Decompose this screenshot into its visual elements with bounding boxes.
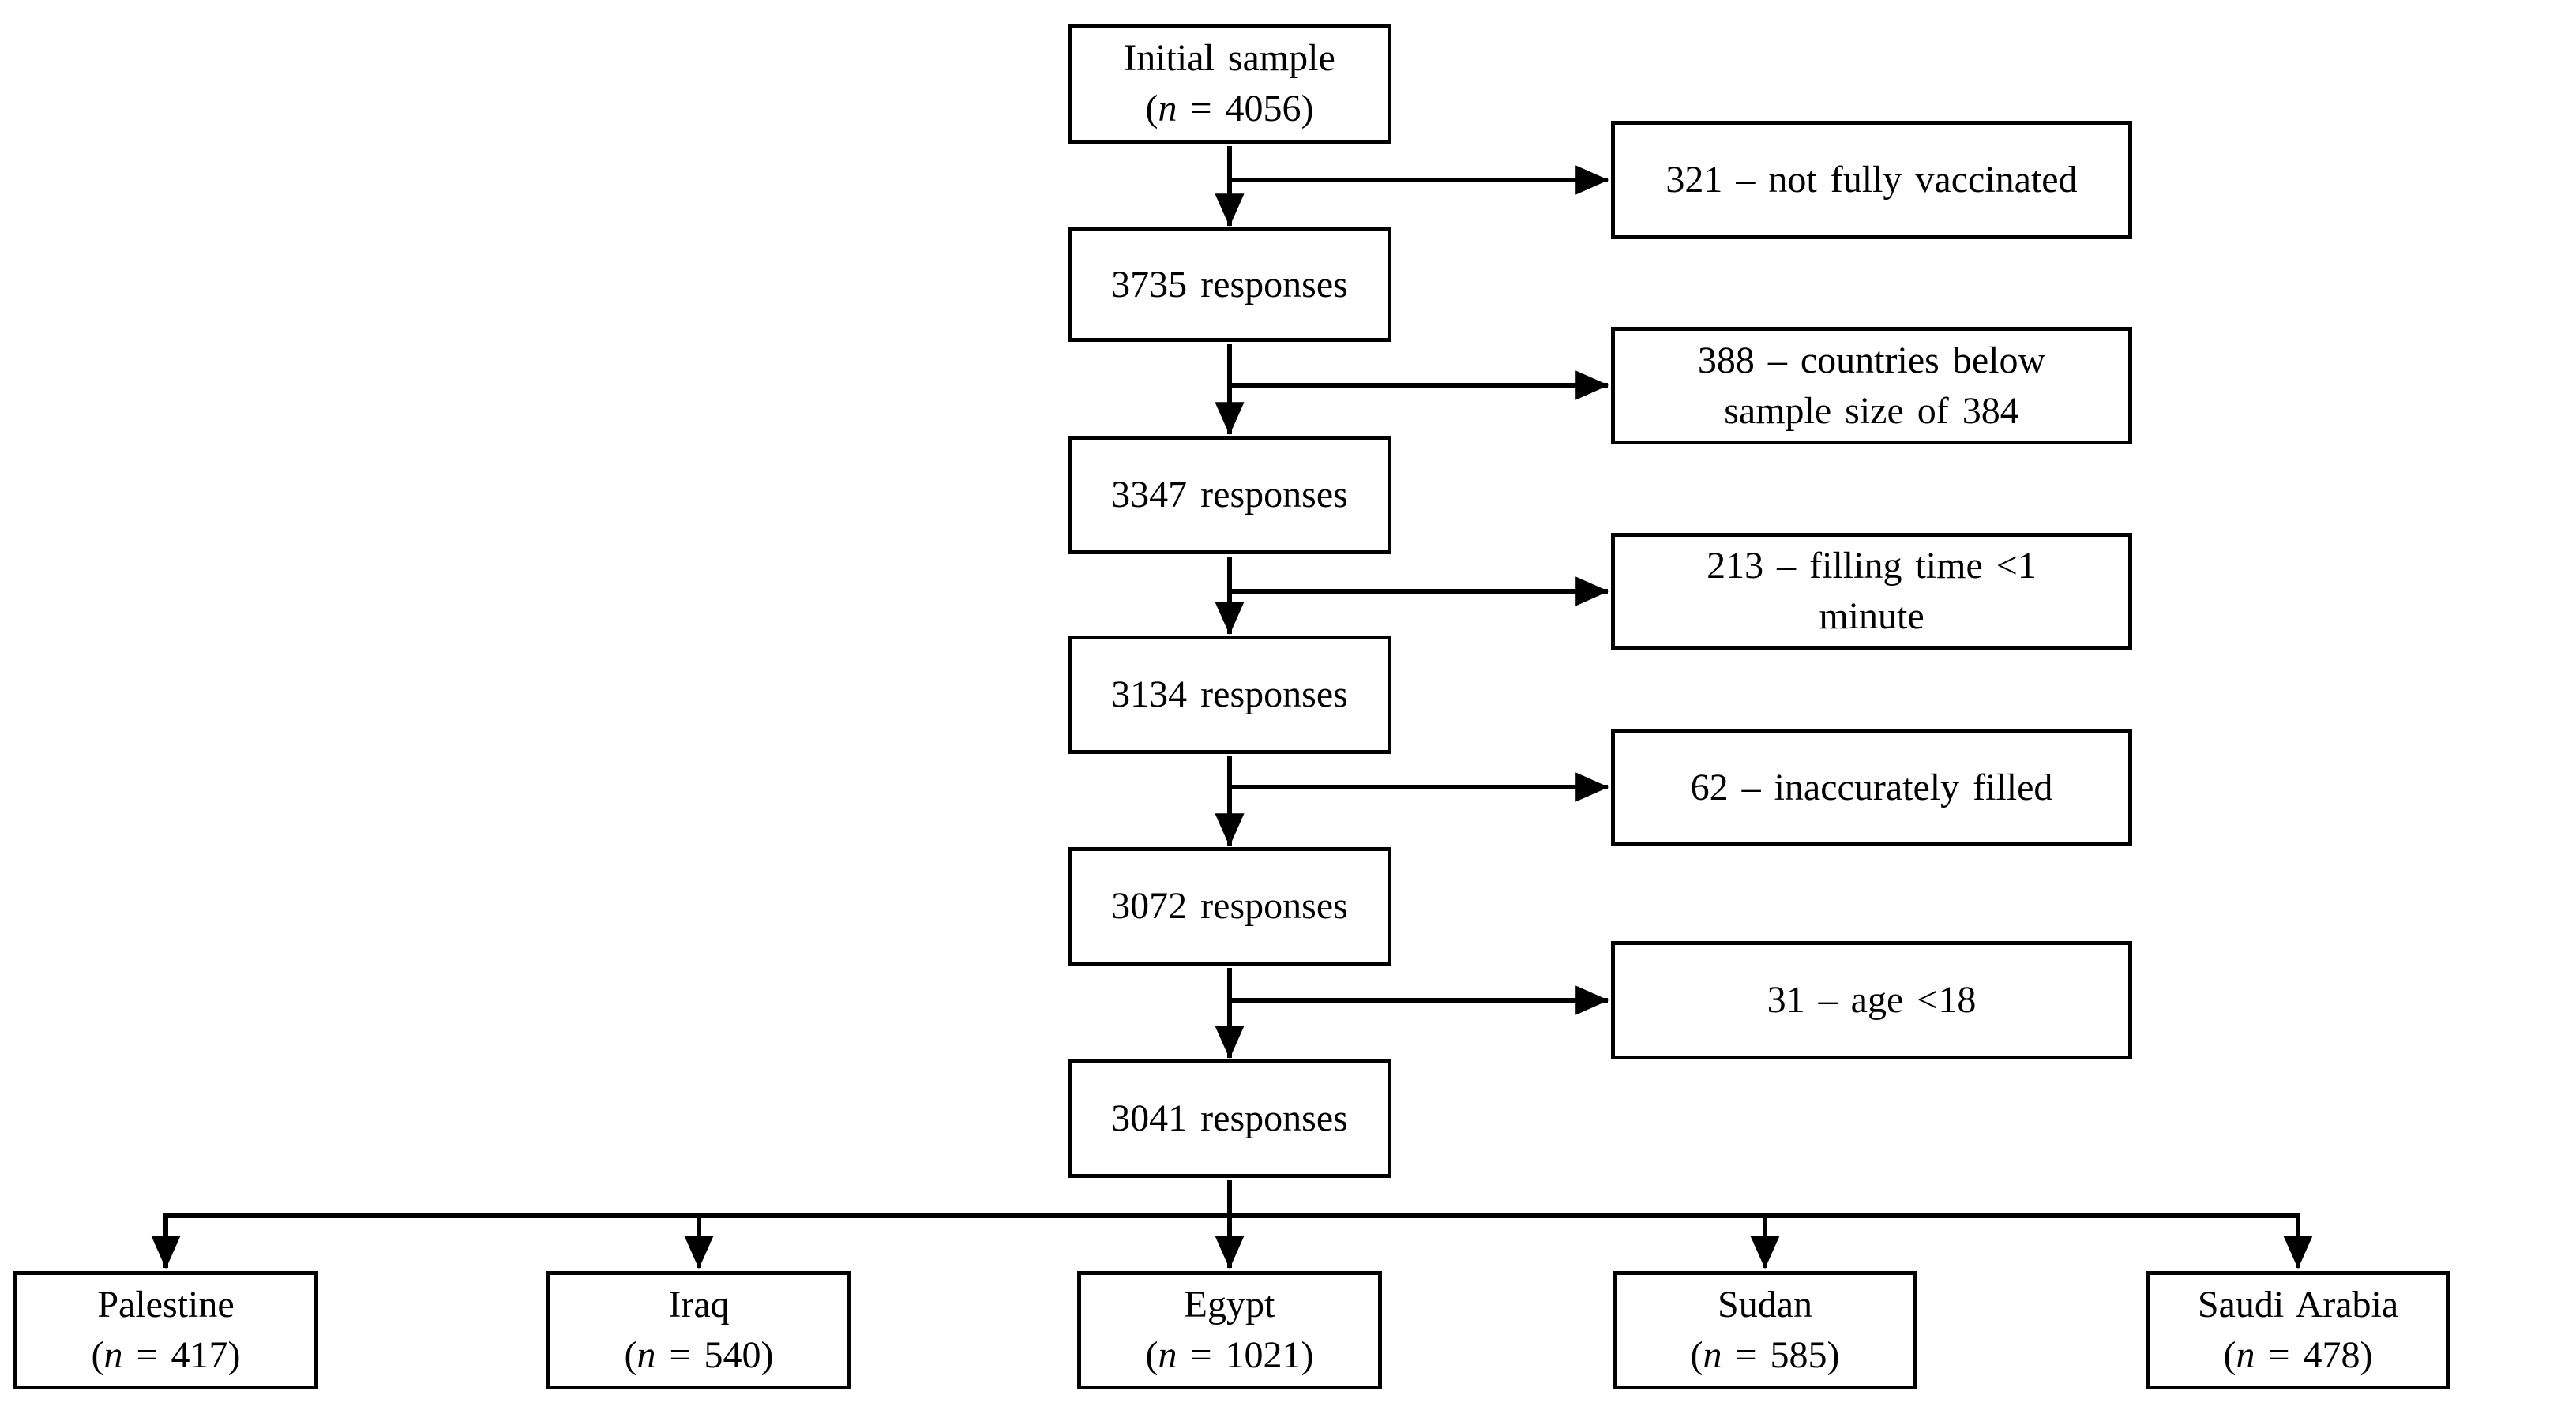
flow-box-label: 3072 responses bbox=[1111, 885, 1348, 927]
country-box-iraq: Iraq (n = 540) bbox=[546, 1271, 851, 1389]
exclusion-box-age-under-18: 31 – age <18 bbox=[1611, 941, 2132, 1059]
flow-box-3347-responses: 3347 responses bbox=[1068, 436, 1391, 554]
flow-box-3735-responses: 3735 responses bbox=[1068, 227, 1391, 342]
exclusion-label: 62 – inaccurately filled bbox=[1690, 766, 2053, 808]
flow-box-n-count: (n = 4056) bbox=[1145, 88, 1314, 129]
country-n-count: (n = 417) bbox=[91, 1334, 241, 1376]
country-n-count: (n = 585) bbox=[1690, 1334, 1840, 1376]
country-name: Egypt bbox=[1184, 1284, 1275, 1326]
country-box-egypt: Egypt (n = 1021) bbox=[1077, 1271, 1382, 1389]
flow-box-label: Initial sample bbox=[1124, 37, 1335, 79]
country-box-sudan: Sudan (n = 585) bbox=[1613, 1271, 1917, 1389]
flow-box-3041-responses: 3041 responses bbox=[1068, 1059, 1391, 1178]
flow-box-label: 3041 responses bbox=[1111, 1097, 1348, 1139]
flow-box-3134-responses: 3134 responses bbox=[1068, 636, 1391, 754]
exclusion-label: 31 – age <18 bbox=[1767, 979, 1977, 1021]
country-name: Sudan bbox=[1718, 1284, 1812, 1326]
country-name: Palestine bbox=[97, 1284, 235, 1326]
country-name: Saudi Arabia bbox=[2197, 1284, 2399, 1326]
exclusion-label-line1: 213 – filling time <1 bbox=[1707, 545, 2037, 587]
flow-box-label: 3347 responses bbox=[1111, 474, 1348, 516]
exclusion-label-line1: 388 – countries below bbox=[1697, 339, 2046, 381]
country-n-count: (n = 540) bbox=[624, 1334, 774, 1376]
flow-box-label: 3735 responses bbox=[1111, 263, 1348, 306]
exclusion-box-countries-below-sample-size: 388 – countries below sample size of 384 bbox=[1611, 327, 2132, 444]
flow-box-3072-responses: 3072 responses bbox=[1068, 847, 1391, 966]
exclusion-box-filling-time: 213 – filling time <1 minute bbox=[1611, 533, 2132, 650]
flow-box-initial-sample: Initial sample (n = 4056) bbox=[1068, 24, 1391, 144]
country-box-palestine: Palestine (n = 417) bbox=[13, 1271, 318, 1389]
exclusion-box-inaccurately-filled: 62 – inaccurately filled bbox=[1611, 729, 2132, 846]
exclusion-label: 321 – not fully vaccinated bbox=[1665, 159, 2078, 201]
exclusion-label-line2: minute bbox=[1819, 595, 1924, 637]
flow-box-label: 3134 responses bbox=[1111, 673, 1348, 715]
country-n-count: (n = 478) bbox=[2223, 1334, 2373, 1376]
country-box-saudi-arabia: Saudi Arabia (n = 478) bbox=[2146, 1271, 2450, 1389]
country-name: Iraq bbox=[668, 1284, 730, 1326]
exclusion-box-not-fully-vaccinated: 321 – not fully vaccinated bbox=[1611, 121, 2132, 239]
exclusion-label-line2: sample size of 384 bbox=[1724, 389, 2019, 432]
country-n-count: (n = 1021) bbox=[1145, 1334, 1314, 1376]
